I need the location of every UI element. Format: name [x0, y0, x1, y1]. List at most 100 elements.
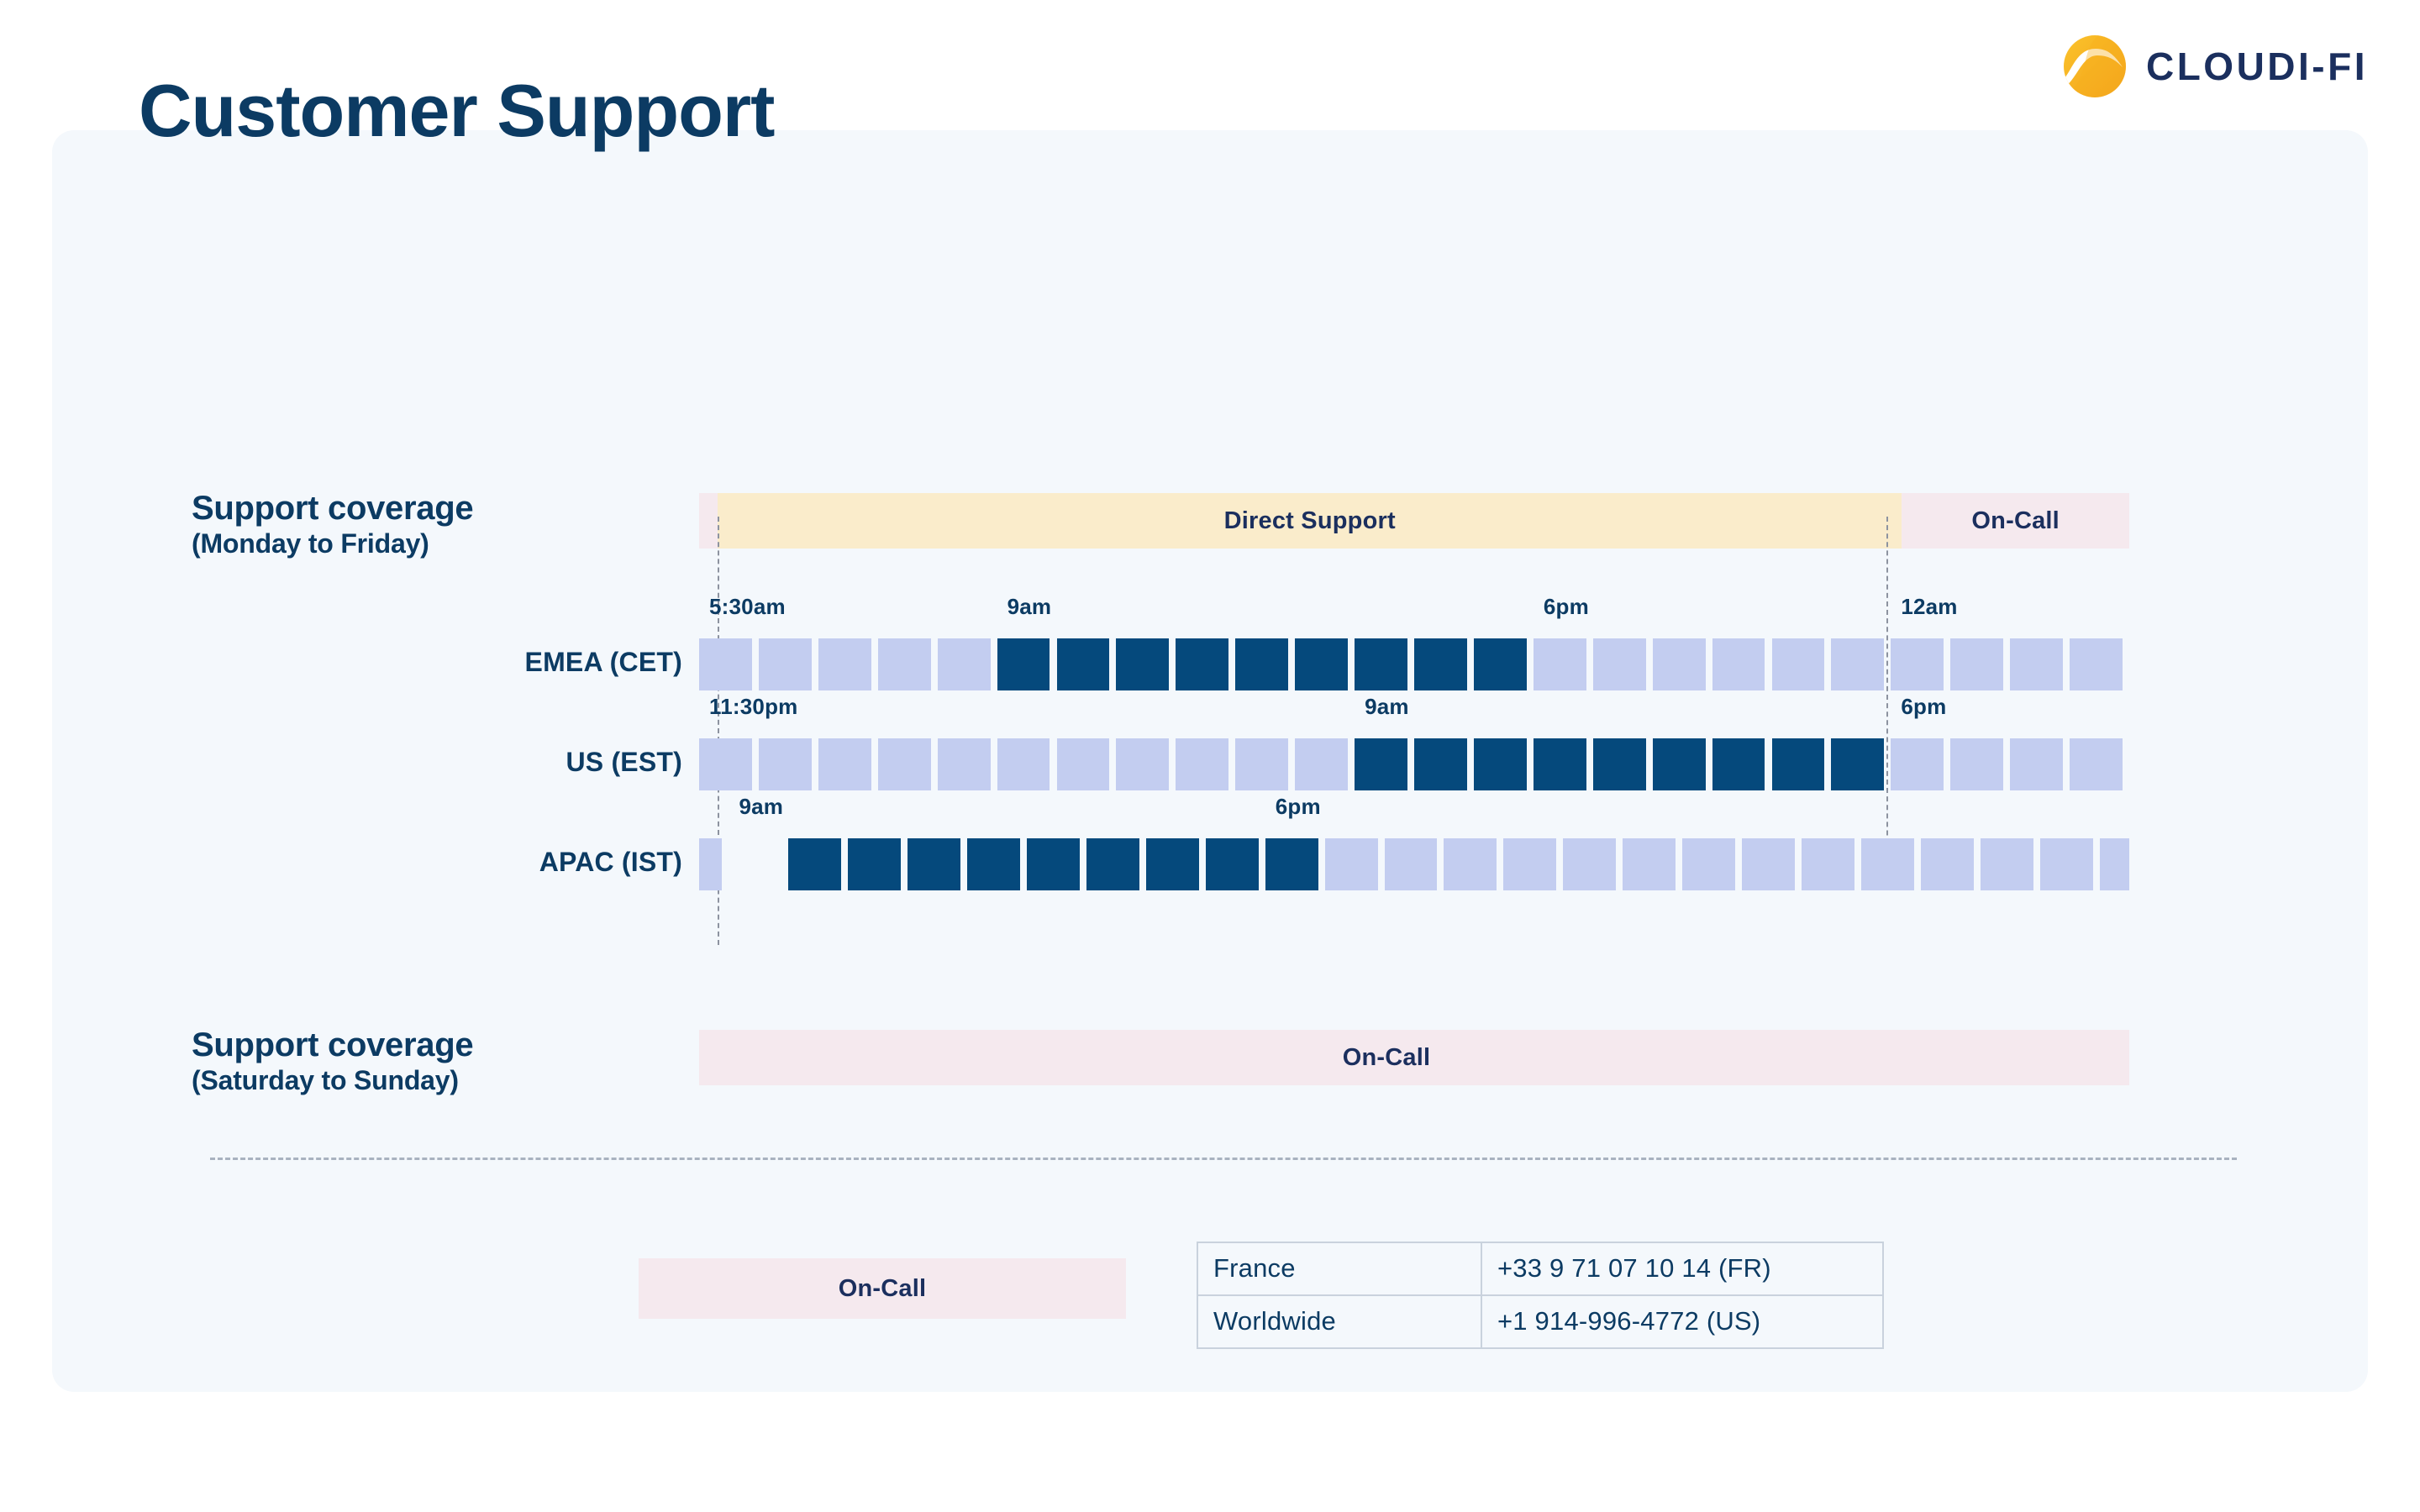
weekend-section-label: Support coverage (Saturday to Sunday) [192, 1026, 729, 1097]
time-tick-6pm: 6pm [1275, 794, 1321, 819]
cell-on-call [1950, 638, 2004, 690]
weekday-section-label: Support coverage (Monday to Friday) [192, 490, 729, 560]
cell-direct-support [1414, 638, 1467, 690]
row-label-apac: APAC (IST) [539, 847, 682, 877]
time-tick-6pm: 6pm [1901, 694, 1947, 719]
cell-on-call [1444, 838, 1497, 890]
cell-direct-support [1473, 738, 1527, 790]
contact-region: Worldwide [1197, 1294, 1482, 1349]
cell-on-call [758, 738, 812, 790]
banner-segment-label: Direct Support [1223, 507, 1396, 534]
cell-on-call [1563, 838, 1617, 890]
cell-direct-support [1652, 738, 1706, 790]
cell-direct-support [1355, 738, 1407, 790]
cell-on-call [877, 638, 931, 690]
section-divider [210, 1158, 2237, 1160]
cloudifi-swoosh-icon [2062, 34, 2128, 99]
cell-on-call [1533, 638, 1586, 690]
cell-direct-support [1265, 838, 1318, 890]
timeline-track-emea [699, 638, 2129, 690]
cell-on-call [1592, 638, 1646, 690]
cell-on-call [2010, 738, 2064, 790]
weekday-label-line1: Support coverage [192, 490, 474, 527]
cell-direct-support [1831, 738, 1885, 790]
guide-line-right [1886, 517, 1888, 878]
timeline-track-us [699, 738, 2129, 790]
cell-direct-support [1771, 738, 1825, 790]
guide-line-left [718, 517, 719, 945]
cell-on-call [1771, 638, 1825, 690]
cell-on-call [1384, 838, 1438, 890]
cell-direct-support [1414, 738, 1467, 790]
cell-direct-support [1473, 638, 1527, 690]
time-tick-1130pm: 11:30pm [709, 694, 798, 719]
contact-table: France+33 9 71 07 10 14 (FR)Worldwide+1 … [1197, 1242, 1884, 1349]
cell-on-call [2010, 638, 2064, 690]
cell-direct-support [1056, 638, 1110, 690]
cell-on-call [1176, 738, 1229, 790]
cell-direct-support [1145, 838, 1199, 890]
weekday-label-line2: (Monday to Friday) [192, 528, 429, 559]
cell-direct-support [848, 838, 902, 890]
cell-on-call [1116, 738, 1170, 790]
cell-on-call [2070, 738, 2123, 790]
cell-direct-support [1592, 738, 1646, 790]
cell-on-call [699, 638, 752, 690]
cell-on-call [1623, 838, 1676, 890]
cell-direct-support [997, 638, 1050, 690]
cell-on-call [1324, 838, 1378, 890]
legend-oncall-chip: On-Call [639, 1258, 1126, 1319]
cell-direct-support [1712, 738, 1765, 790]
time-tick-6pm: 6pm [1543, 594, 1589, 619]
cell-direct-support [967, 838, 1021, 890]
cell-on-call [877, 738, 931, 790]
time-tick-9am: 9am [739, 794, 784, 819]
cell-on-call [2070, 638, 2123, 690]
cell-direct-support [1355, 638, 1407, 690]
cell-on-call [1801, 838, 1854, 890]
time-tick-9am: 9am [1007, 594, 1052, 619]
cell-direct-support [1086, 838, 1139, 890]
contact-region: France [1197, 1242, 1482, 1296]
contact-phone[interactable]: +1 914-996-4772 (US) [1481, 1294, 1884, 1349]
cell-on-call [1980, 838, 2033, 890]
time-tick-12am: 12am [1901, 594, 1958, 619]
banner-segment-label: On-Call [1971, 507, 2060, 534]
weekday-coverage-banner: Direct Support On-Call [699, 493, 2129, 549]
cell-direct-support [1205, 838, 1259, 890]
cell-direct-support [1027, 838, 1080, 890]
cell-on-call [1831, 638, 1885, 690]
row-label-emea: EMEA (CET) [524, 647, 682, 677]
table-row: France+33 9 71 07 10 14 (FR) [1197, 1242, 1884, 1296]
banner-segment-blank [699, 493, 718, 549]
cell-on-call [2039, 838, 2093, 890]
cell-on-call [1503, 838, 1557, 890]
weekend-label-line1: Support coverage [192, 1026, 474, 1063]
cell-on-call [1860, 838, 1914, 890]
cell-direct-support [788, 838, 842, 890]
brand-wordmark: CLOUDI-FI [2145, 45, 2368, 88]
row-label-us: US (EST) [566, 747, 682, 777]
cell-on-call [1652, 638, 1706, 690]
weekend-bar-label: On-Call [1342, 1043, 1431, 1071]
cell-on-call [997, 738, 1050, 790]
cell-on-call [1891, 638, 1944, 690]
table-row: Worldwide+1 914-996-4772 (US) [1197, 1294, 1884, 1349]
banner-segment-on-call: On-Call [1902, 493, 2129, 549]
cell-on-call [937, 738, 991, 790]
cell-on-call [1742, 838, 1795, 890]
time-tick-530am: 5:30am [709, 594, 786, 619]
cell-on-call [1295, 738, 1349, 790]
cell-on-call [1682, 838, 1736, 890]
cell-direct-support [1116, 638, 1170, 690]
cell-direct-support [1533, 738, 1586, 790]
legend-oncall-label: On-Call [838, 1274, 927, 1302]
cell-on-call [1920, 838, 1974, 890]
cell-on-call [2099, 838, 2129, 890]
cell-direct-support [1176, 638, 1229, 690]
cell-direct-support [908, 838, 961, 890]
cell-direct-support [1235, 638, 1289, 690]
contact-phone[interactable]: +33 9 71 07 10 14 (FR) [1481, 1242, 1884, 1296]
cell-on-call [818, 638, 871, 690]
cell-on-call [1891, 738, 1944, 790]
